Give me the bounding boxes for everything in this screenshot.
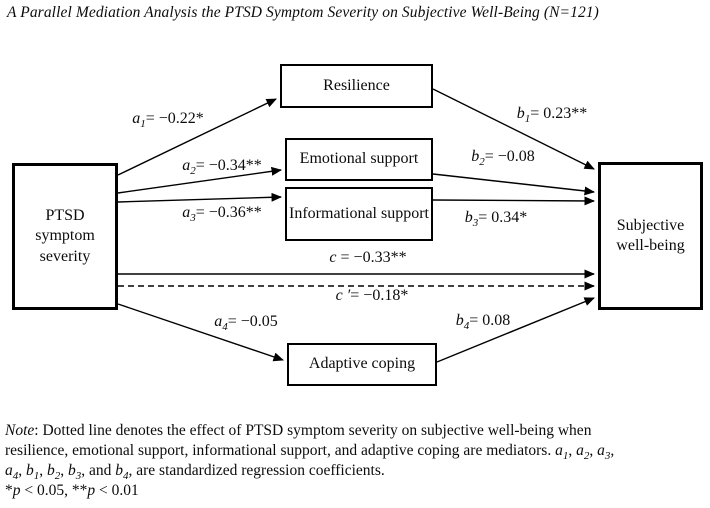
- mediator-resilience-label: Resilience: [323, 76, 390, 94]
- mediator-informational-support-label: Informational support: [289, 204, 429, 222]
- path-a4-arrow: [117, 303, 284, 362]
- path-a3-arrow: [117, 192, 282, 203]
- note-line-2: resilience, emotional support, informati…: [5, 442, 615, 463]
- path-b1-arrow: [432, 88, 595, 170]
- figure-note: Note: Dotted line denotes the effect of …: [5, 421, 707, 501]
- path-b3-label: b3= 0.34*: [464, 209, 528, 230]
- path-b2-label: b2= −0.08: [471, 148, 535, 169]
- outcome-box: Subjective well-being: [598, 162, 703, 310]
- path-c-label: c = −0.33**: [329, 249, 407, 266]
- mediator-box-emotional-support: Emotional support: [285, 138, 433, 181]
- mediator-adaptive-coping-label: Adaptive coping: [308, 355, 416, 373]
- figure-title: A Parallel Mediation Analysis the PTSD S…: [7, 4, 599, 21]
- path-b4-label: b4= 0.08: [455, 312, 511, 333]
- path-c-prime-label: c ′= −0.18*: [335, 287, 409, 304]
- mediator-box-resilience: Resilience: [280, 64, 433, 108]
- path-a1-arrow: [117, 98, 277, 176]
- path-a2-arrow: [117, 166, 282, 194]
- mediator-emotional-support-label: Emotional support: [299, 150, 419, 168]
- path-a4-label: a4= −0.05: [214, 313, 278, 334]
- mediator-box-adaptive-coping: Adaptive coping: [287, 343, 437, 386]
- path-b2-arrow: [432, 173, 595, 196]
- mediator-box-informational-support: Informational support: [285, 187, 433, 241]
- path-a1-label: a1= −0.22*: [132, 110, 204, 131]
- path-a2-label: a2= −0.34**: [182, 157, 262, 178]
- predictor-box: PTSD symptom severity: [12, 163, 118, 310]
- predictor-box-label: PTSD symptom severity: [35, 206, 95, 265]
- path-b1-label: b1= 0.23**: [516, 105, 588, 126]
- path-a3-label: a3= −0.36**: [182, 204, 262, 225]
- outcome-box-label: Subjective well-being: [616, 216, 685, 254]
- note-line-1: Note: Dotted line denotes the effect of …: [5, 422, 592, 439]
- path-b3-arrow: [432, 196, 595, 206]
- path-b4-arrow: [436, 297, 595, 363]
- note-line-3: a4, b1, b2, b3, and b4, are standardized…: [5, 462, 385, 483]
- note-significance-legend: *p < 0.05, **p < 0.01: [5, 482, 139, 499]
